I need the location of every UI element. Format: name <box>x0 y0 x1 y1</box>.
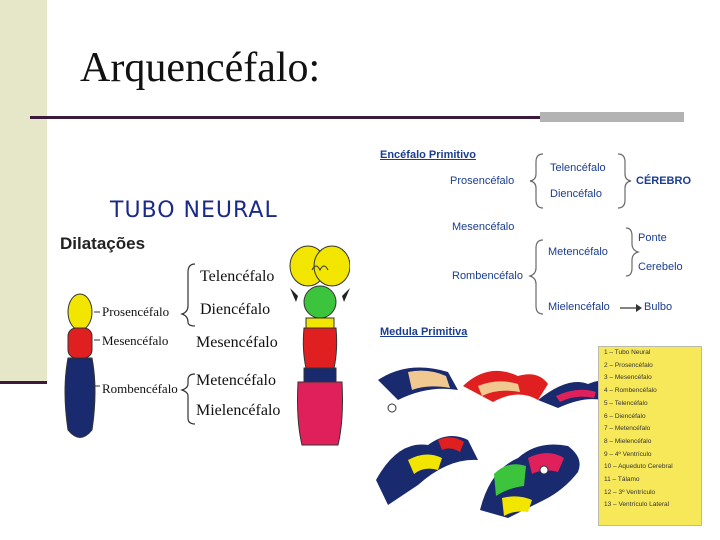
rp-rombencefalo: Rombencéfalo <box>452 270 523 282</box>
legend-item: 4 – Rombencéfalo <box>604 387 657 395</box>
rp-ponte: Ponte <box>638 232 667 244</box>
legend-item: 3 – Mesencéfalo <box>604 374 652 382</box>
rp-cerebelo: Cerebelo <box>638 261 683 273</box>
label-prosencefalo: Prosencéfalo <box>102 304 170 319</box>
legend-item: 6 – Diencéfalo <box>604 412 646 420</box>
legend-item: 11 – Tálamo <box>604 476 640 484</box>
early-prosencephalon-vesicle <box>67 293 93 331</box>
rp-cerebro: CÉREBRO <box>636 175 692 187</box>
legend-item: 7 – Metencéfalo <box>604 425 651 433</box>
rp-prosencefalo: Prosencéfalo <box>450 175 515 187</box>
legend-item: 10 – Aqueduto Cerebral <box>604 463 673 471</box>
structure-legend: 1 – Tubo Neural 2 – Prosencéfalo 3 – Mes… <box>598 346 702 526</box>
encefalo-primitivo-heading: Encéfalo Primitivo <box>380 149 476 161</box>
mesencephalon-vesicle <box>302 327 338 369</box>
label-diencefalo: Diencéfalo <box>200 301 271 318</box>
label-rombencefalo: Rombencéfalo <box>102 381 178 396</box>
telencephalon-right <box>313 245 350 287</box>
myelencephalon-vesicle <box>297 381 343 446</box>
left-accent-line <box>0 381 47 384</box>
neural-tube-drawing <box>64 245 350 446</box>
rp-metencefalo: Metencéfalo <box>548 246 608 258</box>
early-rhombencephalon-vesicle <box>64 357 96 438</box>
legend-item: 13 – Ventrículo Lateral <box>604 501 670 509</box>
embryo-sketch-5 <box>480 444 580 518</box>
legend-item: 2 – Prosencéfalo <box>604 361 653 369</box>
label-telencefalo: Telencéfalo <box>200 268 275 285</box>
medula-primitiva-heading: Medula Primitiva <box>380 326 468 338</box>
diencephalon-vesicle <box>303 285 337 319</box>
legend-item: 1 – Tubo Neural <box>604 349 651 356</box>
legend-item: 8 – Mielencéfalo <box>604 437 652 445</box>
rp-telencefalo: Telencéfalo <box>550 162 606 174</box>
metencephalon-band <box>303 367 337 383</box>
slide-title: Arquencéfalo: <box>80 45 321 91</box>
title-rule <box>30 116 540 119</box>
embryo-sketch-1 <box>378 367 458 413</box>
label-mielencefalo: Mielencéfalo <box>196 402 281 419</box>
rp-mielencefalo: Mielencéfalo <box>548 301 610 313</box>
label-mesencefalo-late: Mesencéfalo <box>196 334 278 351</box>
label-mesencefalo: Mesencéfalo <box>102 333 169 348</box>
embryo-sketch-4 <box>376 436 478 505</box>
rp-mesencefalo: Mesencéfalo <box>452 221 515 233</box>
label-metencefalo: Metencéfalo <box>196 372 276 389</box>
embryo-sketch-2 <box>463 370 548 402</box>
left-accent-bar <box>0 0 47 383</box>
legend-item: 5 – Telencéfalo <box>604 399 648 407</box>
rp-bulbo: Bulbo <box>644 301 673 313</box>
title-rule-grey <box>540 112 684 122</box>
rp-diencefalo: Diencéfalo <box>550 188 602 200</box>
tube-heading: TUBO NEURAL <box>110 198 278 223</box>
legend-item: 12 – 3º Ventrículo <box>604 488 656 496</box>
early-mesencephalon-vesicle <box>67 327 93 359</box>
dilatacoes-label: Dilatações <box>60 234 146 253</box>
legend-item: 9 – 4º Ventrículo <box>604 450 652 458</box>
